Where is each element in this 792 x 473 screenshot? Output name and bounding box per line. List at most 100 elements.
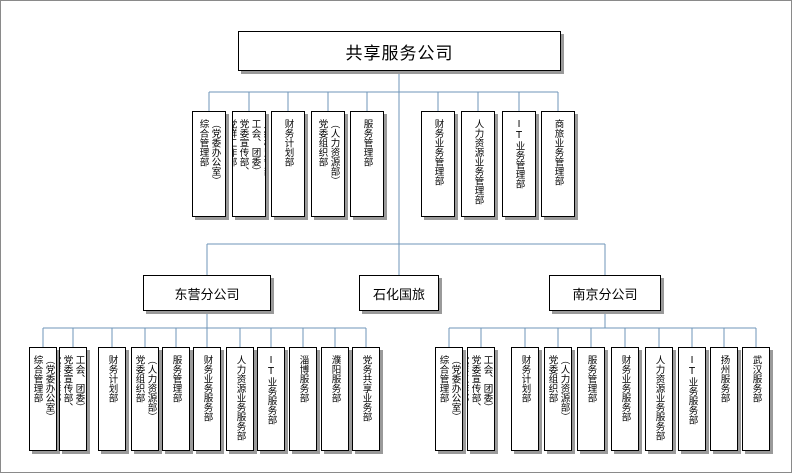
unit-label-line: 党群工作部 <box>60 355 61 422</box>
branch-nanjing: 南京分公司 <box>549 275 661 311</box>
unit-label-line: 工会、团委） <box>73 355 85 412</box>
unit-label-line: 商旅业务管理部 <box>552 119 564 186</box>
top-unit: 人力资源业务管理部 <box>461 111 495 217</box>
branch-dongying-label: 东营分公司 <box>174 287 240 303</box>
unit-text: 人力资源业务服务部 <box>654 355 665 441</box>
unit-text: 财务计划部 <box>283 119 294 167</box>
unit-label-line: 党委组织部 <box>316 119 328 167</box>
unit-label-line: IT业务管理部 <box>513 119 525 189</box>
unit-text: IT业务服务部 <box>687 355 698 425</box>
unit-text: （人力资源部）党委组织部 <box>547 355 570 422</box>
unit-text: 商旅业务管理部 <box>553 119 564 186</box>
unit-label-line: （纪检监督部、 <box>494 355 495 422</box>
unit-text: （纪检监督部、工会、团委）党委宣传部、党群工作部 <box>468 355 495 422</box>
dongying-unit: 濮阳服务部 <box>321 347 349 451</box>
unit-label-line: （纪检监督部、 <box>261 119 266 186</box>
dongying-unit: （纪检监督部、工会、团委）党委宣传部、党群工作部 <box>59 347 87 451</box>
nanjing-unit: 财务计划部 <box>511 347 539 451</box>
unit-text: 人力资源业务管理部 <box>473 119 484 205</box>
dongying-unit: 财务业务服务部 <box>193 347 221 451</box>
unit-label-line: 党委宣传部、 <box>469 355 481 412</box>
unit-label-line: 服务管理部 <box>585 355 597 403</box>
unit-label-line: （党委办公室） <box>43 355 55 422</box>
unit-label-line: 党委宣传部、 <box>61 355 73 412</box>
unit-text: 财务计划部 <box>107 355 118 403</box>
unit-text: 财务业务服务部 <box>202 355 213 422</box>
dongying-unit: 党务共享业务部 <box>352 347 380 451</box>
unit-label-line: 濮阳服务部 <box>329 355 341 403</box>
unit-label-line: 党委组织部 <box>133 355 145 403</box>
root-node: 共享服务公司 <box>238 31 561 71</box>
top-unit: （纪检监督部、工会、团委）党委宣传部、党群工作部 <box>232 111 266 217</box>
branch-nanjing-label: 南京分公司 <box>572 287 638 303</box>
unit-text: （纪检监督部、工会、团委）党委宣传部、党群工作部 <box>60 355 87 422</box>
unit-label-line: IT业务服务部 <box>265 355 277 425</box>
unit-label-line: （人力资源部） <box>328 119 340 186</box>
nanjing-unit: （纪检监督部、工会、团委）党委宣传部、党群工作部 <box>467 347 495 451</box>
unit-label-line: 人力资源业务服务部 <box>234 355 246 441</box>
unit-label-line: 财务业务服务部 <box>201 355 213 422</box>
unit-text: 人力资源业务服务部 <box>235 355 246 441</box>
top-unit: （党委办公室）综合管理部 <box>192 111 226 217</box>
unit-text: （党委办公室）综合管理部 <box>198 119 221 186</box>
branch-shihua-guolv-label: 石化国旅 <box>372 287 425 303</box>
unit-text: 财务业务服务部 <box>620 355 631 422</box>
top-unit: IT业务管理部 <box>502 111 536 217</box>
unit-text: 财务业务管理部 <box>433 119 444 186</box>
unit-label-line: 工会、团委） <box>249 119 261 176</box>
nanjing-unit: IT业务服务部 <box>678 347 706 451</box>
nanjing-unit: （人力资源部）党委组织部 <box>544 347 572 451</box>
unit-label-line: 淄博服务部 <box>297 355 309 403</box>
unit-label-line: 党委组织部 <box>546 355 558 403</box>
unit-label-line: 财务计划部 <box>519 355 531 403</box>
unit-label-line: 武汉服务部 <box>750 355 762 403</box>
nanjing-unit: 财务业务服务部 <box>611 347 639 451</box>
unit-label-line: 扬州服务部 <box>718 355 730 403</box>
unit-text: 武汉服务部 <box>751 355 762 403</box>
unit-text: （纪检监督部、工会、团委）党委宣传部、党群工作部 <box>232 119 266 186</box>
dongying-unit: IT业务服务部 <box>257 347 285 451</box>
unit-text: 党务共享业务部 <box>361 355 372 422</box>
unit-text: 淄博服务部 <box>298 355 309 403</box>
nanjing-unit: 服务管理部 <box>577 347 605 451</box>
dongying-unit: 人力资源业务服务部 <box>226 347 254 451</box>
unit-text: 服务管理部 <box>586 355 597 403</box>
unit-label-line: 党群工作部 <box>468 355 469 422</box>
top-unit: 服务管理部 <box>350 111 384 217</box>
top-unit: 财务业务管理部 <box>421 111 455 217</box>
unit-text: 扬州服务部 <box>719 355 730 403</box>
top-unit: 商旅业务管理部 <box>541 111 575 217</box>
unit-label-line: 工会、团委） <box>481 355 493 412</box>
unit-label-line: 财务业务管理部 <box>432 119 444 186</box>
nanjing-unit: （党委办公室）综合管理部 <box>435 347 463 451</box>
branch-shihua-guolv: 石化国旅 <box>359 275 439 311</box>
dongying-unit: （人力资源部）党委组织部 <box>131 347 159 451</box>
unit-label-line: IT业务服务部 <box>686 355 698 425</box>
unit-label-line: 综合管理部 <box>197 119 209 167</box>
unit-text: （人力资源部）党委组织部 <box>134 355 157 422</box>
unit-text: IT业务管理部 <box>514 119 525 189</box>
unit-label-line: （纪检监督部、 <box>86 355 87 422</box>
dongying-unit: 淄博服务部 <box>289 347 317 451</box>
unit-label-line: （党委办公室） <box>209 119 221 186</box>
unit-label-line: （人力资源部） <box>145 355 157 422</box>
top-unit: 财务计划部 <box>271 111 305 217</box>
unit-text: IT业务服务部 <box>266 355 277 425</box>
dongying-unit: 服务管理部 <box>162 347 190 451</box>
unit-label-line: （党委办公室） <box>449 355 461 422</box>
dongying-unit: 财务计划部 <box>98 347 126 451</box>
unit-text: 服务管理部 <box>171 355 182 403</box>
root-label: 共享服务公司 <box>345 43 454 64</box>
unit-label-line: 党群工作部 <box>232 119 237 167</box>
top-unit: （人力资源部）党委组织部 <box>311 111 345 217</box>
branch-dongying: 东营分公司 <box>143 275 271 311</box>
nanjing-unit: 武汉服务部 <box>742 347 770 451</box>
unit-text: 服务管理部 <box>362 119 373 167</box>
unit-label-line: 财务业务服务部 <box>619 355 631 422</box>
unit-label-line: 人力资源业务管理部 <box>472 119 484 205</box>
unit-label-line: 综合管理部 <box>437 355 449 403</box>
unit-label-line: 财务计划部 <box>106 355 118 403</box>
unit-label-line: 党委宣传部、 <box>237 119 249 176</box>
unit-label-line: 财务计划部 <box>282 119 294 167</box>
